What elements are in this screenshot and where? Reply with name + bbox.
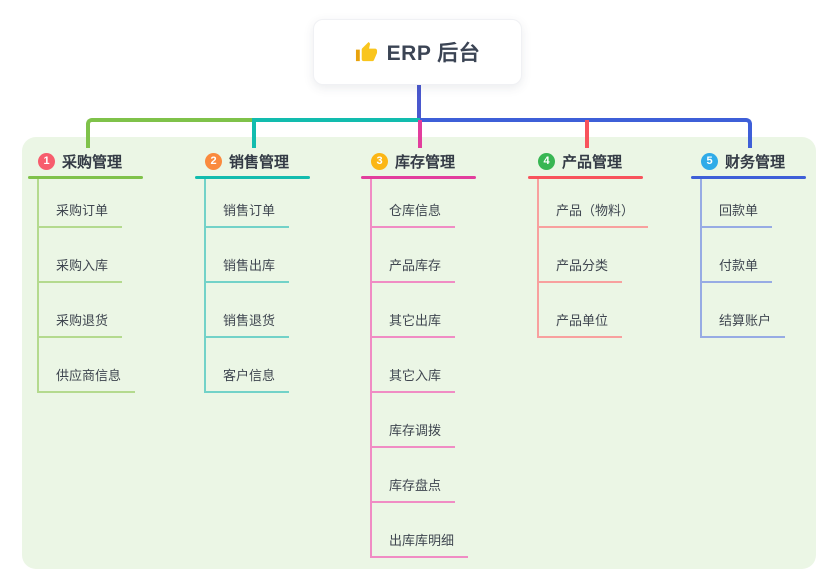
branch-children: 产品（物料） 产品分类 产品单位 — [537, 179, 649, 338]
child-label: 结算账户 — [702, 310, 786, 338]
child-label: 客户信息 — [206, 365, 290, 393]
child-label: 采购入库 — [39, 255, 123, 283]
child-label: 销售出库 — [206, 255, 290, 283]
child-node[interactable]: 供应商信息 — [39, 338, 136, 393]
branch-label: 财务管理 — [725, 153, 786, 171]
branch-label: 销售管理 — [229, 153, 290, 171]
branch-children: 采购订单 采购入库 采购退货 供应商信息 — [37, 179, 136, 393]
branch-node: 1 采购管理 采购订单 采购入库 采购退货 供应商信息 — [28, 148, 198, 393]
branch-children: 回款单 付款单 结算账户 — [700, 179, 786, 338]
child-node[interactable]: 采购订单 — [39, 179, 135, 228]
child-node[interactable]: 库存盘点 — [372, 448, 468, 503]
branch-node: 5 财务管理 回款单 付款单 结算账户 — [691, 148, 839, 338]
child-node[interactable]: 回款单 — [702, 179, 785, 228]
child-node[interactable]: 客户信息 — [206, 338, 290, 393]
branch-children: 销售订单 销售出库 销售退货 客户信息 — [204, 179, 290, 393]
branch-header[interactable]: 3 库存管理 — [361, 148, 531, 174]
drop-line-branch2 — [252, 118, 256, 148]
child-label: 出库库明细 — [372, 530, 469, 558]
child-label: 库存调拨 — [372, 420, 456, 448]
child-node[interactable]: 出库库明细 — [372, 503, 469, 558]
child-label: 其它出库 — [372, 310, 456, 338]
child-label: 产品分类 — [539, 255, 623, 283]
drop-line-branch4 — [585, 120, 589, 148]
branch-underline — [28, 176, 143, 179]
branch-underline — [195, 176, 310, 179]
branch-underline — [361, 176, 476, 179]
child-node[interactable]: 采购入库 — [39, 228, 135, 283]
child-label: 库存盘点 — [372, 475, 456, 503]
child-node[interactable]: 其它出库 — [372, 283, 468, 338]
child-node[interactable]: 付款单 — [702, 228, 785, 283]
branch-node: 3 库存管理 仓库信息 产品库存 其它出库 其它入库 库存调拨 库存盘点 出库库… — [361, 148, 531, 558]
child-node[interactable]: 结算账户 — [702, 283, 786, 338]
branch-underline — [691, 176, 806, 179]
thumbs-up-icon — [355, 41, 377, 61]
branch-header[interactable]: 4 产品管理 — [528, 148, 698, 174]
branch-number-badge: 4 — [538, 152, 555, 170]
child-label: 其它入库 — [372, 365, 456, 393]
child-label: 付款单 — [702, 255, 773, 283]
root-node[interactable]: ERP 后台 — [313, 19, 522, 85]
child-node[interactable]: 产品库存 — [372, 228, 468, 283]
child-node[interactable]: 产品单位 — [539, 283, 648, 338]
child-node[interactable]: 产品分类 — [539, 228, 648, 283]
bus-segment-branch1 — [86, 118, 254, 148]
drop-line-branch3 — [418, 120, 422, 148]
background-panel — [22, 137, 816, 569]
child-label: 销售订单 — [206, 200, 290, 228]
branch-number-badge: 5 — [701, 152, 718, 170]
branch-number-badge: 3 — [371, 152, 388, 170]
child-node[interactable]: 库存调拨 — [372, 393, 468, 448]
child-label: 产品单位 — [539, 310, 623, 338]
branch-header[interactable]: 1 采购管理 — [28, 148, 198, 174]
branch-header[interactable]: 5 财务管理 — [691, 148, 839, 174]
child-node[interactable]: 销售出库 — [206, 228, 290, 283]
child-label: 产品（物料） — [539, 200, 649, 228]
child-label: 采购订单 — [39, 200, 123, 228]
branch-label: 库存管理 — [395, 153, 456, 171]
root-title: ERP 后台 — [386, 42, 481, 65]
child-node[interactable]: 销售订单 — [206, 179, 290, 228]
child-label: 采购退货 — [39, 310, 123, 338]
child-label: 销售退货 — [206, 310, 290, 338]
child-node[interactable]: 采购退货 — [39, 283, 135, 338]
child-label: 仓库信息 — [372, 200, 456, 228]
child-label: 产品库存 — [372, 255, 456, 283]
child-node[interactable]: 产品（物料） — [539, 179, 649, 228]
child-node[interactable]: 销售退货 — [206, 283, 290, 338]
branch-children: 仓库信息 产品库存 其它出库 其它入库 库存调拨 库存盘点 出库库明细 — [370, 179, 469, 558]
bus-segment-branch2 — [254, 118, 420, 122]
child-node[interactable]: 仓库信息 — [372, 179, 468, 228]
branch-number-badge: 1 — [38, 152, 55, 170]
branch-node: 4 产品管理 产品（物料） 产品分类 产品单位 — [528, 148, 698, 338]
branch-number-badge: 2 — [205, 152, 222, 170]
branch-label: 产品管理 — [562, 153, 623, 171]
branch-underline — [528, 176, 643, 179]
root-connector-line — [417, 84, 421, 120]
branch-header[interactable]: 2 销售管理 — [195, 148, 365, 174]
child-node[interactable]: 其它入库 — [372, 338, 468, 393]
child-label: 回款单 — [702, 200, 773, 228]
branch-label: 采购管理 — [62, 153, 123, 171]
child-label: 供应商信息 — [39, 365, 136, 393]
branch-node: 2 销售管理 销售订单 销售出库 销售退货 客户信息 — [195, 148, 365, 393]
